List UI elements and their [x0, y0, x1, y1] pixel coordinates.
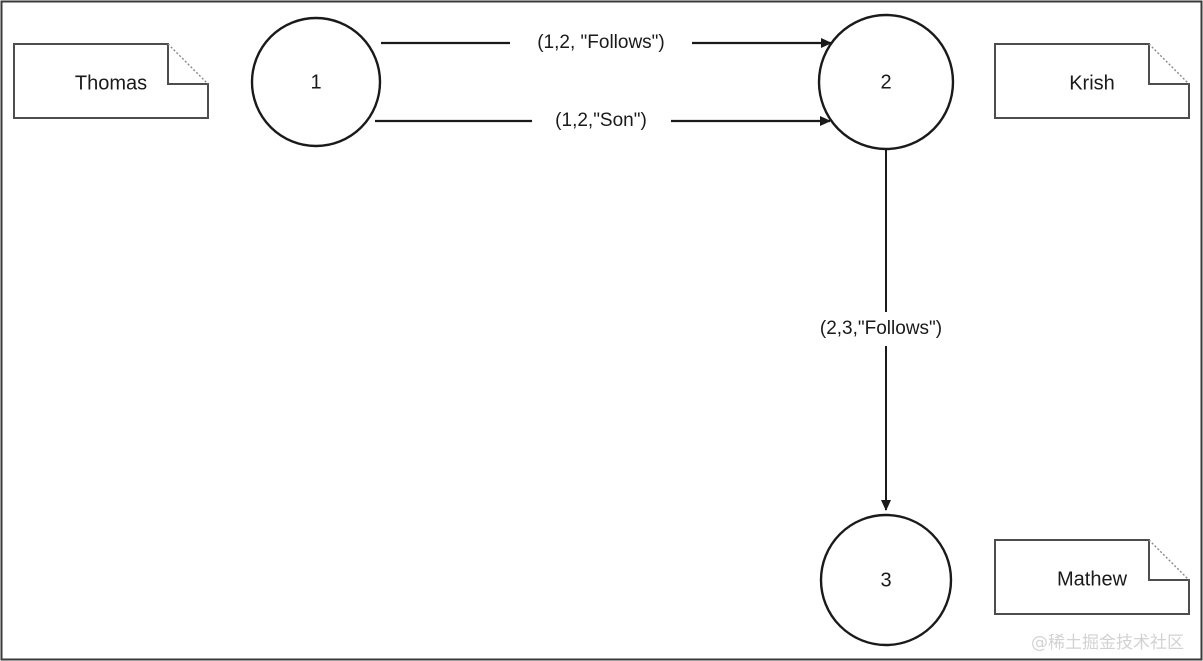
watermark: @稀土掘金技术社区 [1031, 633, 1184, 653]
node-2-circle [817, 13, 955, 151]
node-1-circle [250, 16, 382, 148]
note-krish-fold-line [1148, 43, 1190, 85]
edge-1-2-follows[interactable]: (1,2, "Follows") [381, 32, 832, 53]
node-3[interactable]: 3 [819, 513, 953, 647]
node-2-label: 2 [880, 71, 891, 93]
note-thomas-label: Thomas [75, 72, 147, 94]
note-thomas[interactable]: Thomas [13, 43, 209, 119]
node-1[interactable]: 1 [250, 16, 382, 148]
note-krish-label: Krish [1069, 72, 1115, 94]
edge-1-2-follows-label: (1,2, "Follows") [537, 32, 665, 53]
edge-2-3-follows[interactable]: (2,3,"Follows") [820, 150, 942, 511]
edge-1-2-son[interactable]: (1,2,"Son") [375, 110, 831, 131]
note-thomas-fold-line [167, 43, 209, 85]
node-1-label: 1 [310, 71, 321, 93]
note-mathew-fold-line [1148, 539, 1190, 581]
edge-1-2-son-label: (1,2,"Son") [555, 110, 647, 131]
node-2[interactable]: 2 [817, 13, 955, 151]
node-3-circle [819, 513, 953, 647]
note-krish[interactable]: Krish [994, 43, 1190, 119]
note-mathew-label: Mathew [1057, 568, 1128, 590]
note-mathew[interactable]: Mathew [994, 539, 1190, 615]
edge-2-3-follows-label: (2,3,"Follows") [820, 318, 942, 339]
node-3-label: 3 [880, 569, 891, 591]
